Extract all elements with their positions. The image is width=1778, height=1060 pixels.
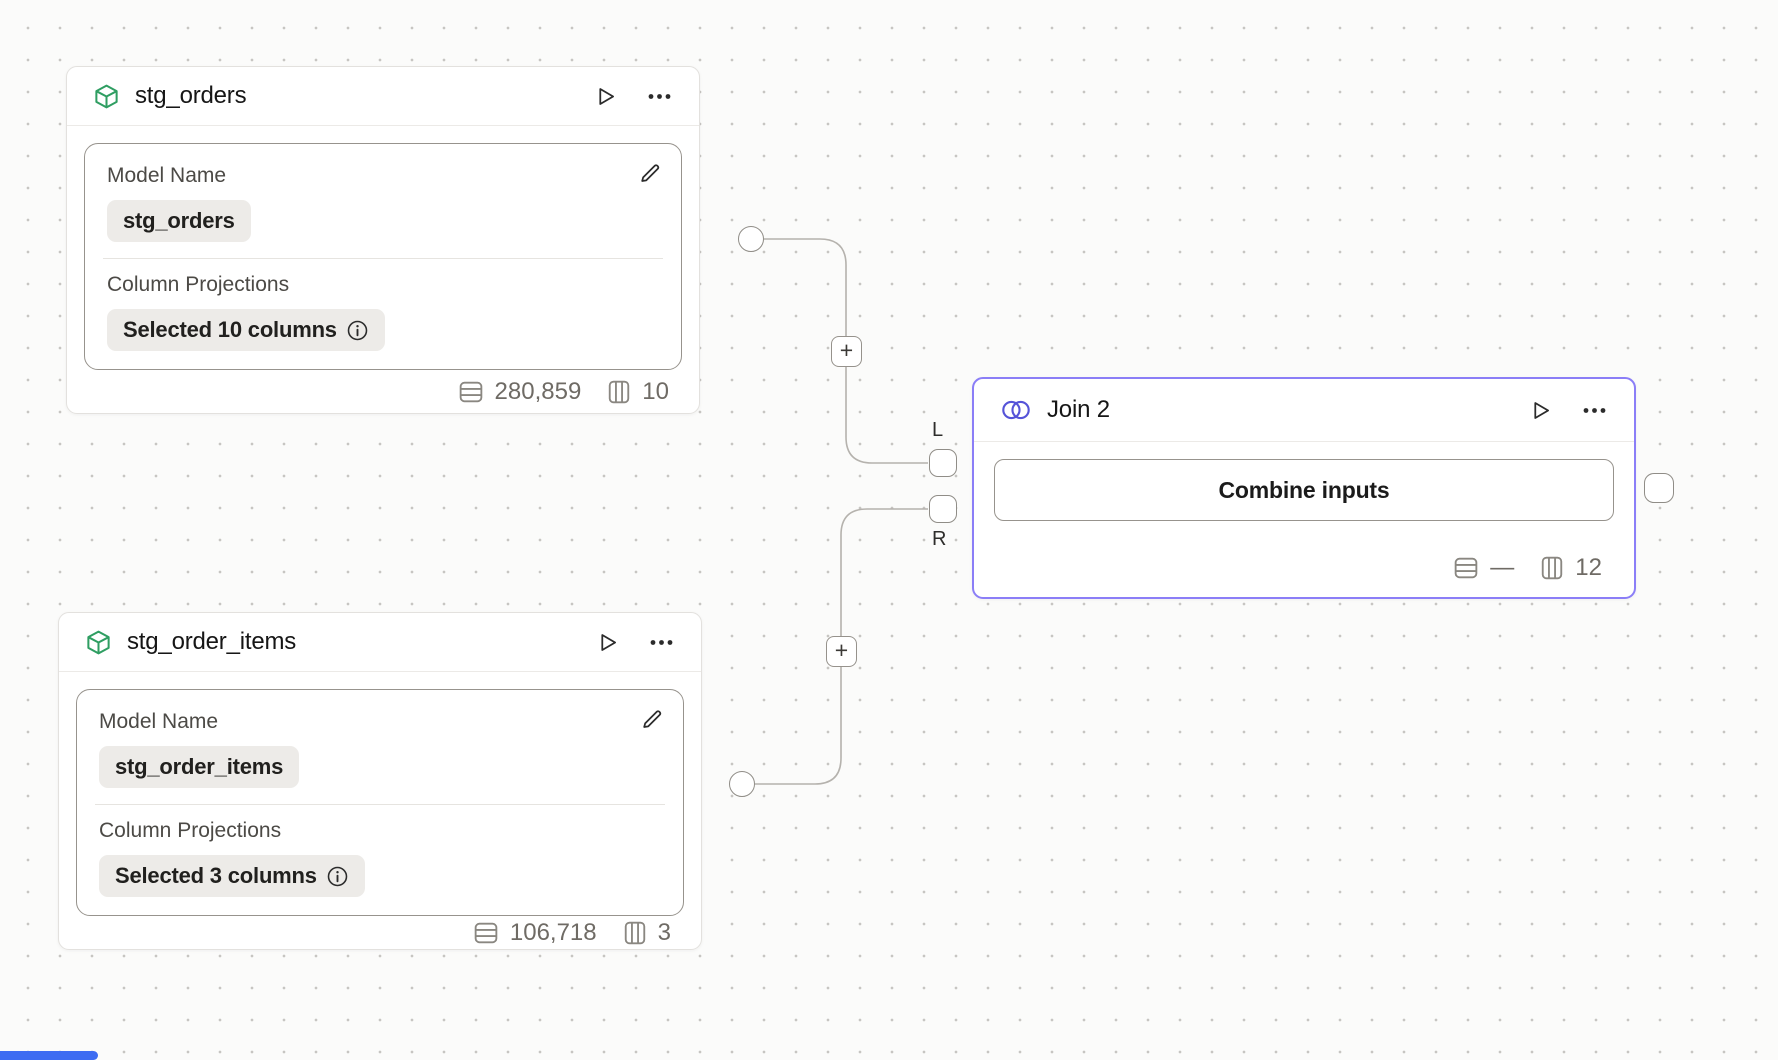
columns-icon xyxy=(1541,556,1563,580)
model-name-label: Model Name xyxy=(99,710,219,733)
node-stg-order-items[interactable]: stg_order_items xyxy=(58,612,702,950)
node-config-card: Model Name stg_order_items Column Projec… xyxy=(76,689,684,916)
model-name-badge: stg_orders xyxy=(107,200,251,242)
more-options-button[interactable] xyxy=(646,628,677,657)
node-stats: 280,859 10 xyxy=(67,370,699,413)
column-projections-label: Column Projections xyxy=(99,819,282,842)
left-port-label: L xyxy=(932,419,944,441)
pencil-icon xyxy=(637,160,663,186)
run-node-button[interactable] xyxy=(593,628,622,657)
ellipsis-icon xyxy=(646,84,673,109)
column-count: 12 xyxy=(1575,554,1602,581)
play-icon xyxy=(1528,398,1553,423)
join-icon xyxy=(1000,398,1032,422)
info-icon[interactable] xyxy=(346,319,369,342)
join-input-port-left[interactable] xyxy=(929,449,957,477)
play-icon xyxy=(593,84,618,109)
row-count: — xyxy=(1490,554,1515,581)
card-divider xyxy=(103,258,663,259)
rows-icon xyxy=(474,922,498,944)
run-node-button[interactable] xyxy=(1526,396,1555,425)
edit-model-name-button[interactable] xyxy=(637,704,667,734)
cube-icon xyxy=(93,83,120,110)
node-config-card: Model Name stg_orders Column Projections… xyxy=(84,143,682,370)
node-stg-orders[interactable]: stg_orders xyxy=(66,66,700,414)
rows-icon xyxy=(1454,557,1478,579)
node-header: stg_order_items xyxy=(59,613,701,672)
rows-icon xyxy=(459,381,483,403)
node-title: Join 2 xyxy=(1047,396,1110,423)
combine-inputs-button[interactable]: Combine inputs xyxy=(994,459,1614,521)
columns-icon xyxy=(624,921,646,945)
model-name-label: Model Name xyxy=(107,164,227,187)
ellipsis-icon xyxy=(648,630,675,655)
ellipsis-icon xyxy=(1581,398,1608,423)
join-output-port[interactable] xyxy=(1644,473,1674,503)
play-icon xyxy=(595,630,620,655)
column-projections-label: Column Projections xyxy=(107,273,290,296)
output-port-stg-orders[interactable] xyxy=(738,226,764,252)
run-node-button[interactable] xyxy=(591,82,620,111)
node-stats: 106,718 3 xyxy=(59,916,701,949)
column-count: 10 xyxy=(642,377,669,405)
column-count: 3 xyxy=(657,918,671,946)
join-input-port-right[interactable] xyxy=(929,495,957,523)
columns-icon xyxy=(608,380,630,404)
row-count: 280,859 xyxy=(494,377,582,405)
column-projections-badge[interactable]: Selected 3 columns xyxy=(99,855,365,897)
edit-model-name-button[interactable] xyxy=(635,158,665,188)
add-node-on-edge-button-bottom[interactable]: + xyxy=(826,636,857,667)
row-count: 106,718 xyxy=(509,918,597,946)
card-divider xyxy=(95,804,665,805)
node-header: stg_orders xyxy=(67,67,699,126)
output-port-stg-order-items[interactable] xyxy=(729,771,755,797)
pencil-icon xyxy=(639,706,665,732)
column-projections-badge[interactable]: Selected 10 columns xyxy=(107,309,385,351)
cube-icon xyxy=(85,629,112,656)
node-title: stg_orders xyxy=(135,82,247,109)
horizontal-scrollbar-thumb[interactable] xyxy=(0,1051,98,1060)
add-node-on-edge-button-top[interactable]: + xyxy=(831,336,862,367)
model-name-badge: stg_order_items xyxy=(99,746,300,788)
node-join-2[interactable]: Join 2 Combine inputs xyxy=(972,377,1636,599)
node-stats: — 12 xyxy=(974,539,1634,597)
info-icon[interactable] xyxy=(326,865,349,888)
more-options-button[interactable] xyxy=(1579,396,1610,425)
node-header: Join 2 xyxy=(974,379,1634,442)
more-options-button[interactable] xyxy=(644,82,675,111)
right-port-label: R xyxy=(932,528,947,550)
node-title: stg_order_items xyxy=(127,628,297,655)
